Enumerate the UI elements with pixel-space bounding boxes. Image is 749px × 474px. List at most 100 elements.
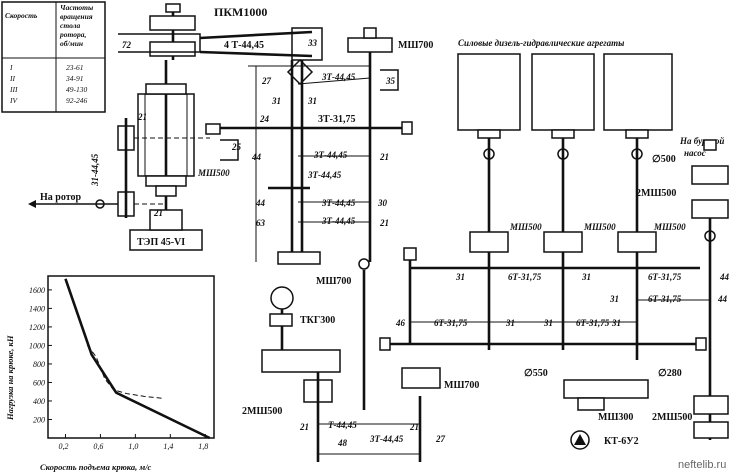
label-pump-2: насос bbox=[684, 148, 706, 158]
table-freq-3: 49-130 bbox=[66, 85, 87, 94]
chain-c14: 3Т-44,45 bbox=[321, 216, 356, 226]
chart-x-tick-label: 0,6 bbox=[93, 442, 103, 451]
table-speed-3: III bbox=[9, 85, 18, 94]
chart-y-tick-label: 1200 bbox=[29, 323, 45, 332]
tooth-27b: 27 bbox=[435, 434, 446, 444]
chart-ylabel: Нагрузка на крюке, кН bbox=[5, 335, 15, 421]
table-header-speed: Скорость bbox=[5, 11, 38, 20]
table-speed-4: IV bbox=[9, 96, 18, 105]
chart-series-dashed bbox=[86, 345, 162, 399]
chart-x-tick-label: 1,0 bbox=[128, 442, 138, 451]
table-header-freq-1: Частоты bbox=[60, 3, 93, 12]
tkg-wheel bbox=[270, 286, 294, 310]
chain-c4: 3Т-44,45 bbox=[313, 150, 348, 160]
tooth-25: 25 bbox=[231, 142, 242, 152]
tooth-44b: 44 bbox=[255, 198, 266, 208]
chain-c8x: 3Т-44,45 bbox=[369, 434, 404, 444]
table-speed-2: II bbox=[9, 74, 15, 83]
chain-c2: 3Т-44,45 bbox=[321, 72, 356, 82]
tooth-31h: 31 bbox=[611, 318, 621, 328]
table-speed-1: I bbox=[9, 63, 13, 72]
tooth-21c: 21 bbox=[379, 152, 389, 162]
label-d550: ∅550 bbox=[524, 368, 548, 379]
chain-c13: Т-44,45 bbox=[328, 420, 357, 430]
table-header-freq-4: ротора, bbox=[59, 30, 86, 39]
tooth-44d: 44 bbox=[717, 294, 728, 304]
tooth-44a: 44 bbox=[251, 152, 262, 162]
tooth-33: 33 bbox=[307, 38, 318, 48]
label-msh500-c: МШ500 bbox=[583, 222, 616, 232]
chart-x-tick-label: 0,2 bbox=[58, 442, 68, 451]
tooth-72: 72 bbox=[122, 40, 132, 50]
tooth-31e: 31 bbox=[609, 294, 619, 304]
label-msh2-500-a: 2МШ500 bbox=[242, 406, 282, 417]
table-header-freq-2: вращения bbox=[60, 12, 93, 21]
watermark: neftelib.ru bbox=[678, 459, 726, 471]
label-d500: ∅500 bbox=[652, 154, 676, 165]
tooth-31c: 31 bbox=[455, 272, 465, 282]
table-header-freq-5: об/мин bbox=[60, 39, 83, 48]
tooth-31a: 31 bbox=[271, 96, 281, 106]
chain-c8: 6Т-31,75 bbox=[508, 272, 542, 282]
chart-x-tick-label: 1,8 bbox=[198, 442, 208, 451]
table-header-freq-3: стола bbox=[60, 21, 80, 30]
tooth-31g: 31 bbox=[543, 318, 553, 328]
chain-c11: 6Т-31,75 bbox=[434, 318, 468, 328]
engines-section: Силовые дизель-гидравлические агрегаты М… bbox=[379, 38, 730, 450]
chain-c9: 6Т-31,75 bbox=[648, 272, 682, 282]
tooth-21a: 21 bbox=[137, 112, 147, 122]
label-to-rotor: На ротор bbox=[40, 192, 81, 203]
label-msh2-500-b: 2МШ500 bbox=[636, 188, 676, 199]
chain-c1: 4 Т-44,45 bbox=[224, 40, 264, 51]
chart-y-tick-label: 200 bbox=[33, 415, 45, 424]
chain-c7: 31-44,45 bbox=[90, 153, 100, 187]
chart-y-tick-label: 600 bbox=[33, 378, 45, 387]
chain-c3: 3Т-31,75 bbox=[318, 114, 356, 125]
chart-y-tick-label: 1600 bbox=[29, 286, 45, 295]
tooth-21e: 21 bbox=[299, 422, 309, 432]
label-msh500-b: МШ500 bbox=[509, 222, 542, 232]
label-msh300: МШ300 bbox=[598, 412, 633, 423]
tooth-46: 46 bbox=[395, 318, 406, 328]
label-engines: Силовые дизель-гидравлические агрегаты bbox=[458, 38, 624, 48]
tooth-27: 27 bbox=[261, 76, 272, 86]
table-freq-1: 23-61 bbox=[66, 63, 84, 72]
chart-x-tick-label: 1,4 bbox=[163, 442, 173, 451]
label-msh700-b: МШ700 bbox=[316, 276, 351, 287]
chart-y-tick-label: 1400 bbox=[29, 304, 45, 313]
tooth-31f: 31 bbox=[505, 318, 515, 328]
chain-c10: 6Т-31,75 bbox=[648, 294, 682, 304]
chart-xlabel: Скорость подъема крюка, м/с bbox=[40, 462, 152, 472]
tooth-24: 24 bbox=[259, 114, 270, 124]
engine-3 bbox=[603, 53, 673, 131]
chain-c5: 3Т-44,45 bbox=[307, 170, 342, 180]
chart-series-solid bbox=[64, 278, 211, 440]
tooth-21f: 21 bbox=[409, 422, 419, 432]
engine-2 bbox=[531, 53, 595, 131]
tooth-48: 48 bbox=[337, 438, 348, 448]
tooth-44c: 44 bbox=[719, 272, 730, 282]
table-freq-2: 34-91 bbox=[65, 74, 84, 83]
label-pump-1: На буровой bbox=[679, 136, 724, 146]
chart-y-tick-label: 1000 bbox=[29, 341, 45, 350]
tooth-31b: 31 bbox=[307, 96, 317, 106]
label-msh2-500-c: 2МШ500 bbox=[652, 412, 692, 423]
label-d280: ∅280 bbox=[658, 368, 682, 379]
chart-y-tick-label: 400 bbox=[33, 397, 45, 406]
chain-c12: 6Т-31,75 bbox=[576, 318, 610, 328]
drawworks-section: ПКМ1000 72 4 Т-44,45 33 МШ500 ТЭП 45-VI … bbox=[28, 3, 479, 462]
label-kt: КТ-6У2 bbox=[604, 436, 639, 447]
speed-table: Скорость Частоты вращения стола ротора, … bbox=[1, 1, 106, 113]
label-msh500-a: МШ500 bbox=[197, 168, 230, 178]
tooth-31d: 31 bbox=[581, 272, 591, 282]
drawworks-title: ПКМ1000 bbox=[214, 5, 267, 19]
tooth-63: 63 bbox=[256, 218, 266, 228]
label-tkg: ТКГ300 bbox=[300, 315, 335, 326]
tooth-21d: 21 bbox=[379, 218, 389, 228]
tooth-35: 35 bbox=[385, 76, 396, 86]
label-msh500-d: МШ500 bbox=[653, 222, 686, 232]
label-msh700-c: МШ700 bbox=[444, 380, 479, 391]
label-msh700-a: МШ700 bbox=[398, 40, 433, 51]
